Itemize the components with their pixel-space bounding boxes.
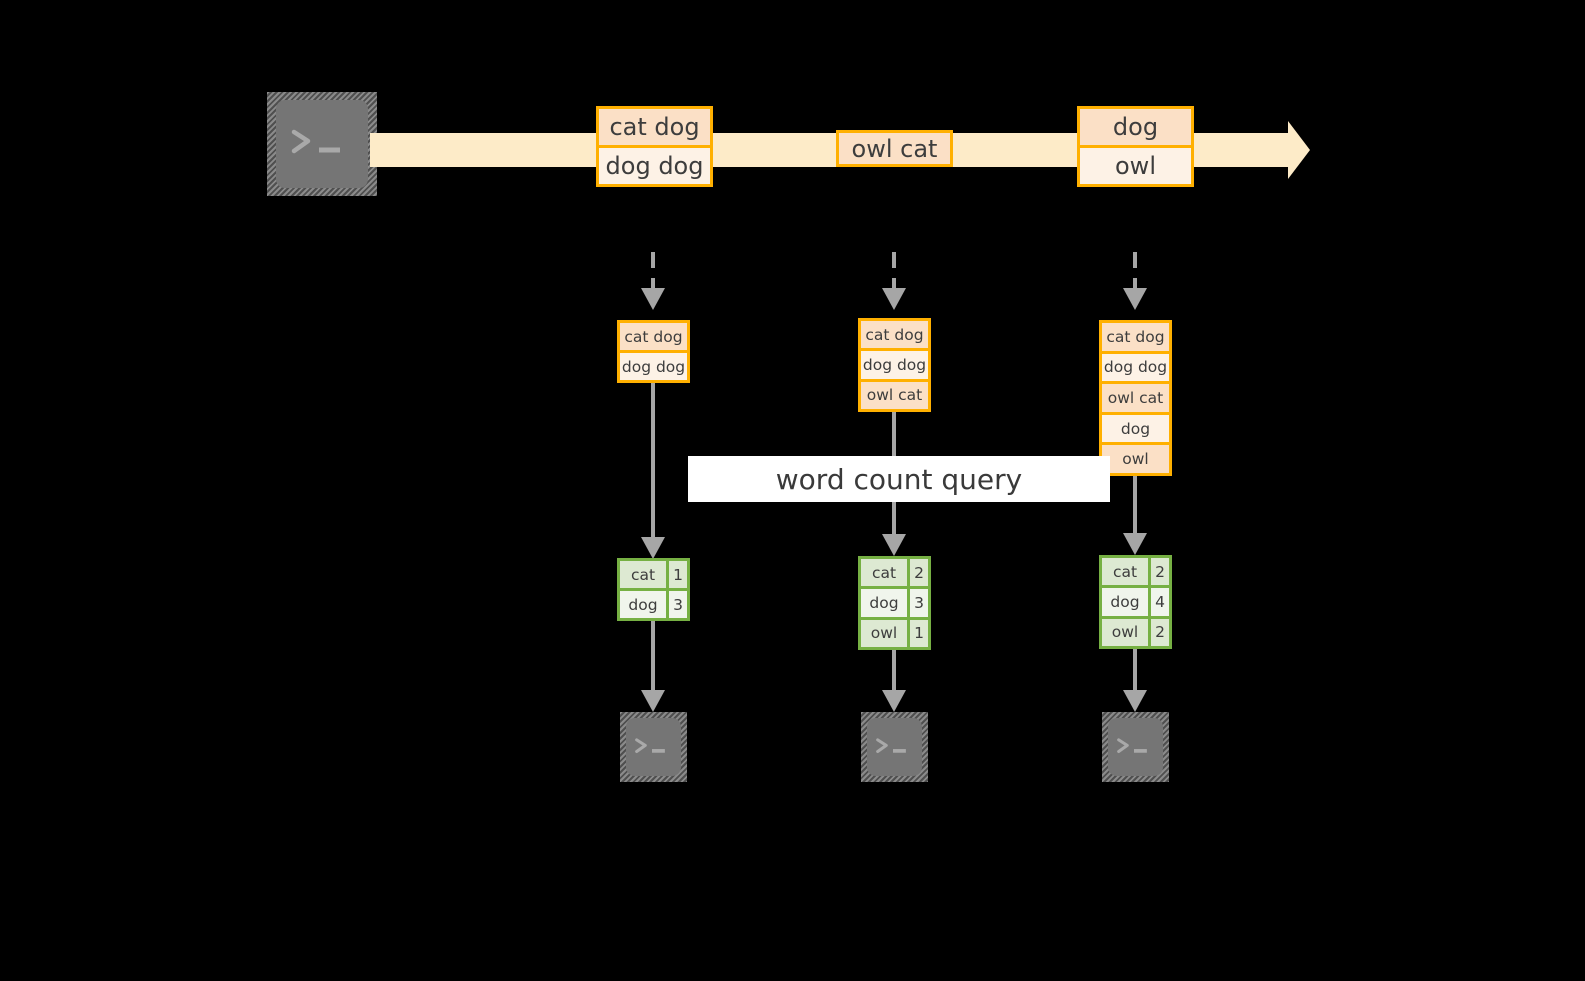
event-stream-arrowhead [1288,121,1310,179]
snapshot-2-result-table: cat 2 dog 3 owl 1 [858,556,931,650]
result-word: dog [1102,588,1148,616]
result-count: 1 [669,561,687,588]
snapshot-3-query-arrowhead [1123,533,1147,555]
input-row: owl [1102,445,1169,473]
snapshot-1-tap-arrowhead [641,288,665,310]
result-word: owl [1102,618,1148,646]
snapshot-1-query-arrowhead [641,537,665,559]
stream-event-row: dog [1080,109,1191,145]
result-word: dog [861,589,907,617]
snapshot-1-sink-terminal-icon [620,712,687,782]
result-word: cat [620,561,666,588]
stream-event-group-3: dog owl [1077,106,1194,187]
input-row: cat dog [861,321,928,349]
terminal-prompt-icon [1115,736,1153,756]
stream-event-row: dog dog [599,148,710,184]
result-row: dog 3 [620,591,687,618]
terminal-body [276,100,368,188]
snapshot-3-tap-arrowhead [1123,288,1147,310]
stream-event-group-1: cat dog dog dog [596,106,713,187]
snapshot-3-input-table: cat dog dog dog owl cat dog owl [1099,320,1172,476]
snapshot-3-result-table: cat 2 dog 4 owl 2 [1099,555,1172,649]
stream-event-row: owl [1080,148,1191,184]
result-row: dog 3 [861,589,928,617]
result-count: 4 [1151,588,1169,616]
snapshot-3-sink-arrowhead [1123,690,1147,712]
snapshot-1-sink-line [651,621,655,697]
snapshot-2-sink-arrowhead [882,690,906,712]
result-row: owl 1 [861,619,928,647]
result-count: 3 [910,589,928,617]
source-terminal-icon [267,92,377,196]
input-row: dog [1102,414,1169,443]
result-word: owl [861,619,907,647]
snapshot-2-query-arrowhead [882,534,906,556]
stream-event-row: cat dog [599,109,710,145]
snapshot-1-sink-arrowhead [641,690,665,712]
snapshot-1-result-table: cat 1 dog 3 [617,558,690,621]
result-word: cat [861,559,907,587]
terminal-prompt-icon [633,736,671,756]
input-row: cat dog [620,323,687,350]
snapshot-3-sink-terminal-icon [1102,712,1169,782]
query-label-band: word count query [688,456,1110,502]
result-row: dog 4 [1102,588,1169,616]
snapshot-3-query-line [1133,476,1137,546]
terminal-prompt-icon [288,127,350,157]
result-count: 3 [669,591,687,618]
terminal-body [626,718,681,776]
result-row: cat 1 [620,561,687,588]
snapshot-2-input-table: cat dog dog dog owl cat [858,318,931,412]
input-row: dog dog [861,351,928,379]
snapshot-2-tap-line [892,252,896,292]
result-row: cat 2 [1102,558,1169,586]
terminal-prompt-icon [874,736,912,756]
input-row: owl cat [1102,384,1169,412]
terminal-body [1108,718,1163,776]
result-row: owl 2 [1102,618,1169,646]
result-word: dog [620,591,666,618]
snapshot-1-query-line [651,383,655,550]
result-row: cat 2 [861,559,928,587]
snapshot-2-tap-arrowhead [882,288,906,310]
input-row: dog dog [620,353,687,380]
query-label-text: word count query [775,462,1023,496]
snapshot-3-tap-line [1133,252,1137,292]
result-count: 2 [1151,558,1169,586]
snapshot-1-tap-line [651,252,655,292]
result-word: cat [1102,558,1148,586]
result-count: 2 [1151,618,1169,646]
snapshot-2-sink-line [892,650,896,697]
stream-event-row: owl cat [839,133,950,164]
result-count: 1 [910,619,928,647]
terminal-body [867,718,922,776]
snapshot-2-sink-terminal-icon [861,712,928,782]
input-row: dog dog [1102,353,1169,382]
input-row: cat dog [1102,323,1169,351]
result-count: 2 [910,559,928,587]
stream-event-group-2: owl cat [836,130,953,167]
input-row: owl cat [861,381,928,409]
snapshot-3-sink-line [1133,649,1137,697]
snapshot-1-input-table: cat dog dog dog [617,320,690,383]
